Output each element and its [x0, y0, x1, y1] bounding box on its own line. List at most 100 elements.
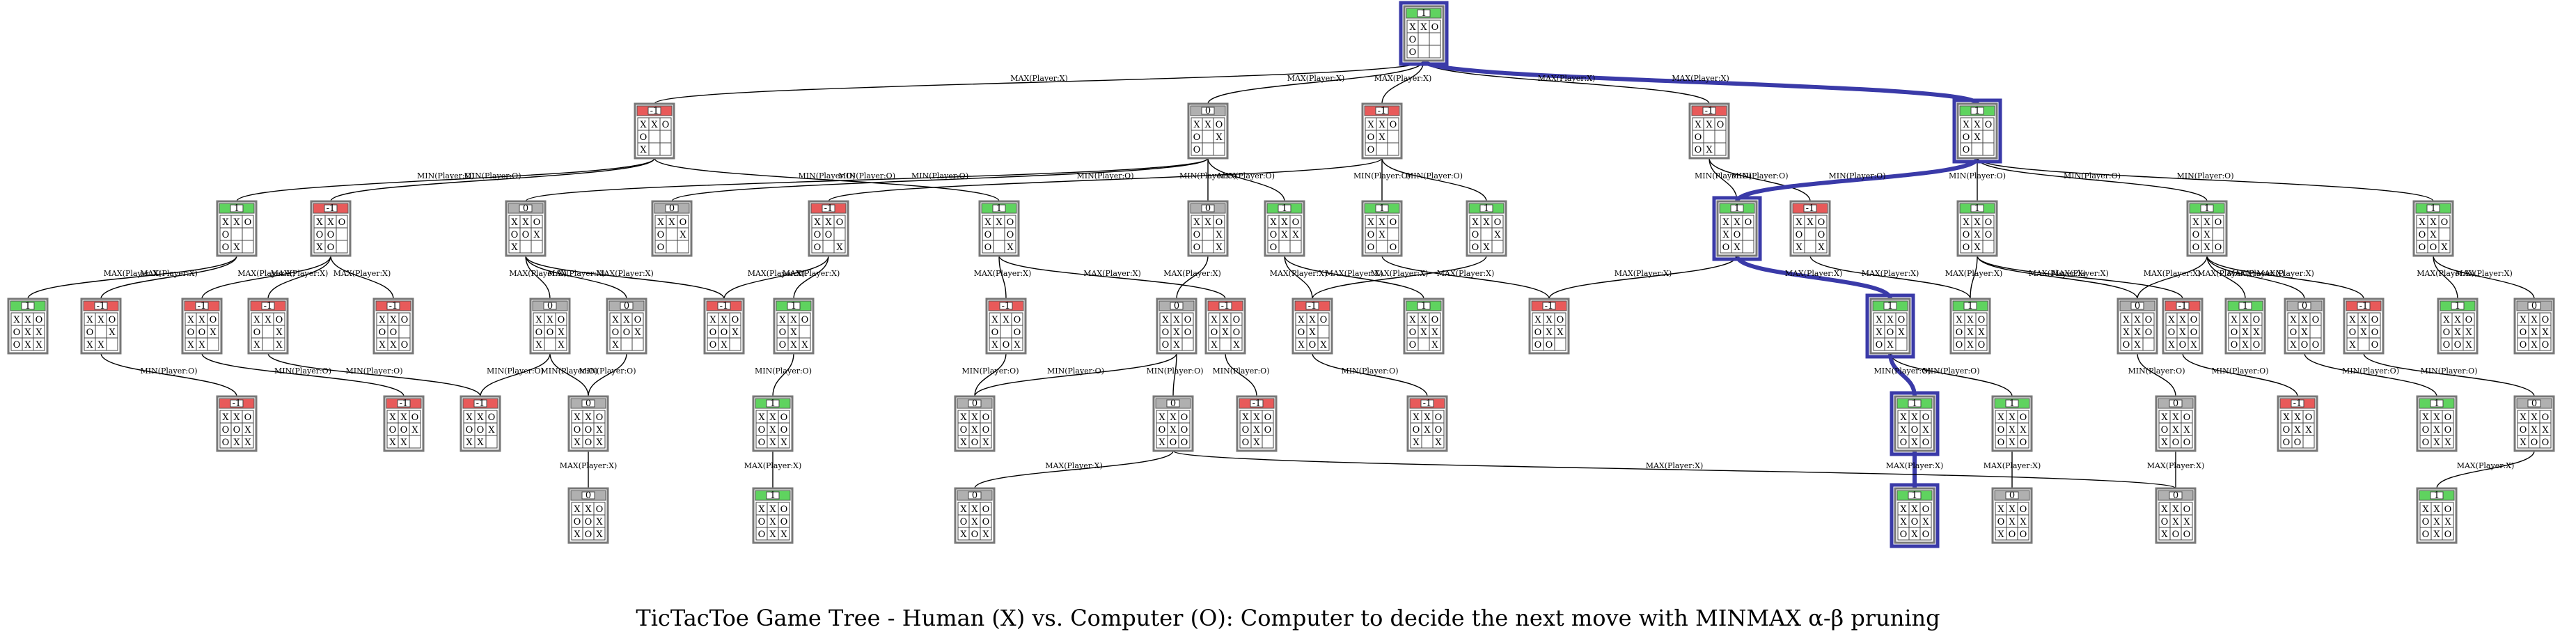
board-mark: X — [2009, 438, 2016, 448]
node-score: -1 — [1378, 106, 1387, 116]
board-mark: X — [1420, 22, 1427, 33]
board-mark: O — [1162, 340, 1170, 350]
board-mark: X — [982, 438, 989, 448]
board-mark: X — [960, 412, 967, 423]
board-mark: X — [2531, 315, 2538, 325]
node-score: -1 — [327, 203, 336, 214]
board-mark: O — [1534, 340, 1542, 350]
edge-label: MAX(Player:X) — [2227, 269, 2285, 278]
board-mark: O — [2215, 242, 2222, 253]
score-box — [999, 302, 1013, 310]
board-mark: O — [1162, 327, 1170, 338]
board-mark: X — [1431, 327, 1438, 338]
board-mark: O — [2231, 340, 2238, 350]
edge-label: MIN(Player:O) — [755, 366, 812, 376]
tree-edge — [1890, 353, 2013, 397]
board-cell — [95, 325, 107, 339]
node-score: 1 — [1912, 491, 1917, 501]
board-cell — [409, 435, 421, 449]
board-mark: O — [2168, 327, 2176, 338]
edge-label: MIN(Player:O) — [1218, 171, 1275, 180]
board-mark: X — [1367, 120, 1374, 130]
board-mark: O — [2542, 438, 2550, 448]
edge-label: MAX(Player:X) — [509, 269, 567, 278]
tree-edge — [2137, 255, 2208, 300]
node-score: -1 — [2178, 301, 2188, 311]
score-box — [2130, 302, 2144, 310]
board-mark: X — [2444, 438, 2451, 448]
board-cell — [822, 240, 835, 254]
board-mark: O — [1292, 217, 1300, 228]
board-mark: X — [1292, 230, 1299, 240]
board-mark: X — [1978, 327, 1985, 338]
board-cell — [2463, 337, 2475, 351]
edge-label: MAX(Player:X) — [271, 269, 329, 278]
tree-edge — [1176, 255, 1209, 300]
board-mark: X — [2294, 412, 2301, 423]
board-mark: O — [779, 340, 787, 350]
board-mark: X — [390, 315, 397, 325]
tree-edge — [525, 255, 627, 300]
board-mark: X — [2443, 315, 2450, 325]
board-mark: O — [1472, 230, 1479, 240]
board-cell — [1703, 130, 1715, 144]
edge-label: MIN(Player:O) — [1179, 171, 1236, 180]
board-mark: X — [2360, 327, 2367, 338]
board-cell — [262, 337, 274, 351]
board-mark: O — [1985, 217, 1993, 228]
tree-edge — [772, 353, 794, 397]
board-mark: O — [1963, 132, 1970, 143]
board-mark: O — [1745, 217, 1752, 228]
board-mark: X — [2433, 425, 2440, 435]
board-mark: O — [2183, 530, 2191, 540]
board-mark: X — [2294, 425, 2301, 435]
edge-label: MAX(Player:X) — [1886, 461, 1944, 470]
board-cell — [2438, 227, 2451, 241]
score-box — [2291, 399, 2304, 408]
board-mark: O — [13, 340, 21, 350]
edge-label: MIN(Player:O) — [1047, 366, 1104, 376]
board-mark: X — [769, 517, 776, 527]
board-cell — [2539, 435, 2552, 449]
score-box — [1375, 204, 1389, 213]
board-mark: X — [187, 340, 194, 350]
board-mark: O — [1695, 132, 1702, 143]
board-mark: X — [991, 340, 998, 350]
board-mark: O — [2192, 230, 2200, 240]
board-mark: O — [2020, 530, 2027, 540]
score-box — [1375, 107, 1389, 115]
board-cell — [1714, 130, 1727, 144]
board-cell — [2181, 527, 2193, 541]
score-box — [1170, 302, 1184, 310]
board-mark: X — [2134, 340, 2141, 350]
board-mark: O — [640, 132, 647, 143]
score-box — [1166, 399, 1180, 408]
board-mark: X — [960, 530, 967, 540]
edge-label: MIN(Player:O) — [2064, 171, 2121, 180]
board-mark: O — [971, 438, 979, 448]
board-mark: X — [790, 327, 797, 338]
board-cell — [1804, 240, 1816, 254]
board-mark: O — [1003, 340, 1010, 350]
board-mark: X — [2242, 340, 2249, 350]
edge-label: MAX(Player:X) — [2144, 269, 2201, 278]
board-cell — [1376, 142, 1388, 156]
board-mark: X — [533, 230, 540, 240]
board-cell — [1480, 227, 1493, 241]
board-mark: X — [758, 504, 765, 515]
score-box — [665, 204, 679, 213]
edge-label: MAX(Player:X) — [1371, 269, 1429, 278]
node-score: 1 — [2430, 203, 2436, 214]
board-mark: X — [971, 517, 978, 527]
board-mark: X — [596, 438, 603, 448]
board-mark: O — [2123, 340, 2130, 350]
board-cell — [778, 527, 790, 541]
edge-label: MIN(Player:O) — [838, 171, 895, 180]
edge-label: MIN(Player:O) — [1731, 171, 1788, 180]
board-mark: O — [1963, 145, 1970, 155]
